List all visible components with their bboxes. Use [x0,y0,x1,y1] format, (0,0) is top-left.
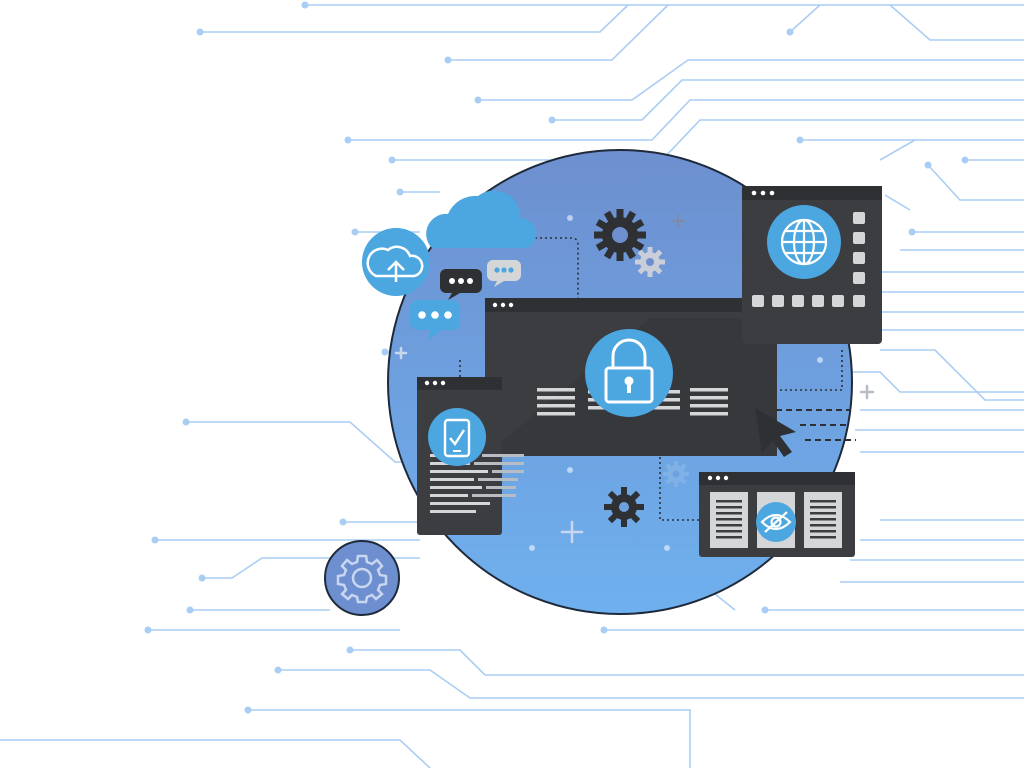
chat-bubble-icon [410,300,460,340]
documents-window [699,472,855,557]
plus-sparkle-icon [394,346,875,544]
gear-icon [584,199,656,271]
document-icon [710,492,748,548]
cloud-upload-icon [362,228,430,296]
globe-window [742,186,882,344]
globe-icon [767,205,841,279]
gear-icon [657,455,695,493]
mobile-window [417,377,524,535]
eye-slash-icon [756,502,796,542]
circuit-nodes [144,1,969,714]
lock-window [485,298,777,456]
gear-icon [324,540,400,616]
gear-icon [595,478,653,536]
document-icon [804,492,842,548]
plus-sparkle-icon [671,214,685,228]
mobile-check-icon [428,408,486,466]
gear-icon [628,240,672,284]
sparkles [529,215,823,551]
chat-bubble-icon [440,269,482,300]
cloud-icon [426,190,537,248]
padlock-icon [585,329,673,417]
cursor-arrow-icon [755,408,856,457]
chat-bubble-icon [487,260,521,287]
